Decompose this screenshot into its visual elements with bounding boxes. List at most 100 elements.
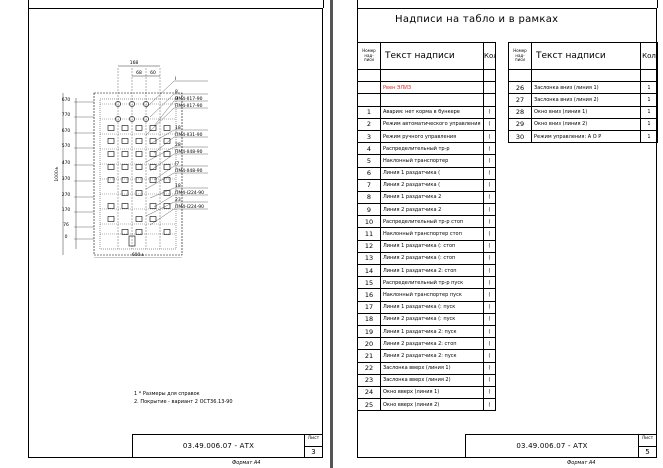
switch-symbol — [107, 125, 115, 131]
row-number — [357, 81, 381, 95]
switch-symbol — [121, 125, 129, 131]
row-text: Линия 2 раздатчика 2: стоп — [380, 337, 484, 351]
dimension-label: 600± — [132, 252, 145, 258]
frame-tick — [357, 0, 358, 8]
panel-outline — [93, 92, 183, 256]
switch-symbol — [135, 125, 143, 131]
row-text — [380, 68, 484, 83]
lamp-symbol — [115, 101, 121, 107]
row-number: 27 — [508, 93, 532, 107]
row-quantity: ( — [483, 300, 496, 314]
panel-inner-outline — [99, 98, 177, 250]
frame-tick — [657, 0, 658, 8]
sheet-label: Лист — [641, 436, 654, 441]
row-number: 19 — [357, 324, 381, 339]
row-number: 20 — [357, 337, 381, 351]
lamp-symbol — [143, 116, 149, 122]
table-row: Рвен ЭЛИЗ — [357, 81, 538, 95]
frame-tick — [28, 0, 29, 8]
row-quantity: ( — [483, 337, 496, 351]
leader-line — [145, 146, 175, 163]
sheet-number-box: Лист 5 — [638, 435, 656, 457]
row-quantity: ( — [483, 215, 496, 229]
header-qty: Кол — [640, 42, 658, 70]
switch-symbol — [135, 151, 143, 157]
row-spacer — [496, 204, 538, 216]
dimension-label: 270 — [62, 192, 71, 198]
row-quantity: ( — [483, 361, 496, 375]
sheet-label: Лист — [307, 436, 320, 441]
row-spacer — [496, 240, 538, 252]
header-text: Текст надписи — [531, 42, 641, 70]
row-quantity: ( — [483, 142, 496, 156]
row-number — [357, 93, 381, 107]
row-number: 24 — [357, 385, 381, 400]
callout-mark: 28 — [175, 142, 181, 148]
dimension-label: 1000± — [54, 166, 60, 181]
callout-mark: 9 — [175, 96, 178, 102]
row-number: 16 — [357, 288, 381, 302]
row-quantity — [483, 93, 496, 107]
row-quantity: ( — [483, 385, 496, 400]
dimension-label: 68 — [136, 70, 142, 76]
dimension-label: 0 — [65, 234, 68, 240]
callout-mark: I — [175, 76, 176, 82]
dimension-label: 76 — [63, 222, 69, 228]
row-text — [531, 68, 641, 83]
row-text: Окно вверх (линия 1) — [380, 385, 484, 400]
row-text: Наклонный транспортер — [380, 154, 484, 168]
leader-line — [153, 100, 175, 127]
row-number — [357, 68, 381, 83]
row-text: Линия 1 раздатчика 2: пуск — [380, 324, 484, 339]
note-line: 2. Покрытие - вариант 2 ОСТ36.13-90 — [134, 399, 233, 405]
row-number: 23 — [357, 373, 381, 387]
row-quantity: ( — [483, 251, 496, 266]
dimension-label: 670 — [62, 128, 71, 134]
leader-line — [153, 165, 175, 181]
row-number — [508, 68, 532, 83]
switch-symbol — [149, 216, 157, 222]
row-text: Линия 1 раздатчика 2: стоп — [380, 263, 484, 278]
row-spacer — [496, 374, 538, 386]
row-number: 21 — [357, 349, 381, 363]
row-quantity: 1 — [640, 117, 658, 131]
callout-label: ПМ4-II48-90 — [175, 149, 203, 155]
sheet-number-box: Лист 3 — [304, 435, 322, 457]
row-number: 15 — [357, 276, 381, 290]
row-quantity: 1 — [640, 81, 658, 95]
switch-symbol — [107, 177, 115, 183]
dimension-label: 670 — [62, 97, 71, 103]
row-number: 17 — [357, 300, 381, 314]
row-text: Заслонка вниз (линия 1) — [531, 81, 641, 95]
row-number: 25 — [357, 398, 381, 412]
drawing-notes: 1 * Размеры для справок 2. Покрытие - ва… — [134, 390, 233, 406]
row-spacer — [496, 325, 538, 337]
row-text: Окно вниз (линия 1) — [531, 105, 641, 119]
page-title: Надписи на табло и в рамках — [395, 14, 559, 25]
row-quantity: ( — [483, 324, 496, 339]
row-number: 2 — [357, 117, 381, 131]
lamp-symbol — [129, 101, 135, 107]
dimension-label: 770 — [62, 112, 71, 118]
switch-symbol — [135, 216, 143, 222]
row-spacer — [496, 277, 538, 289]
row-number: 11 — [357, 227, 381, 241]
callout-mark: 8 — [175, 89, 178, 95]
row-number: 26 — [508, 81, 532, 95]
switch-symbol — [107, 216, 115, 222]
row-quantity: ( — [483, 129, 496, 144]
row-text: Линия 1 раздатчика (: стоп — [380, 239, 484, 253]
callout-label: ПМ4-II17-90 — [175, 96, 203, 102]
